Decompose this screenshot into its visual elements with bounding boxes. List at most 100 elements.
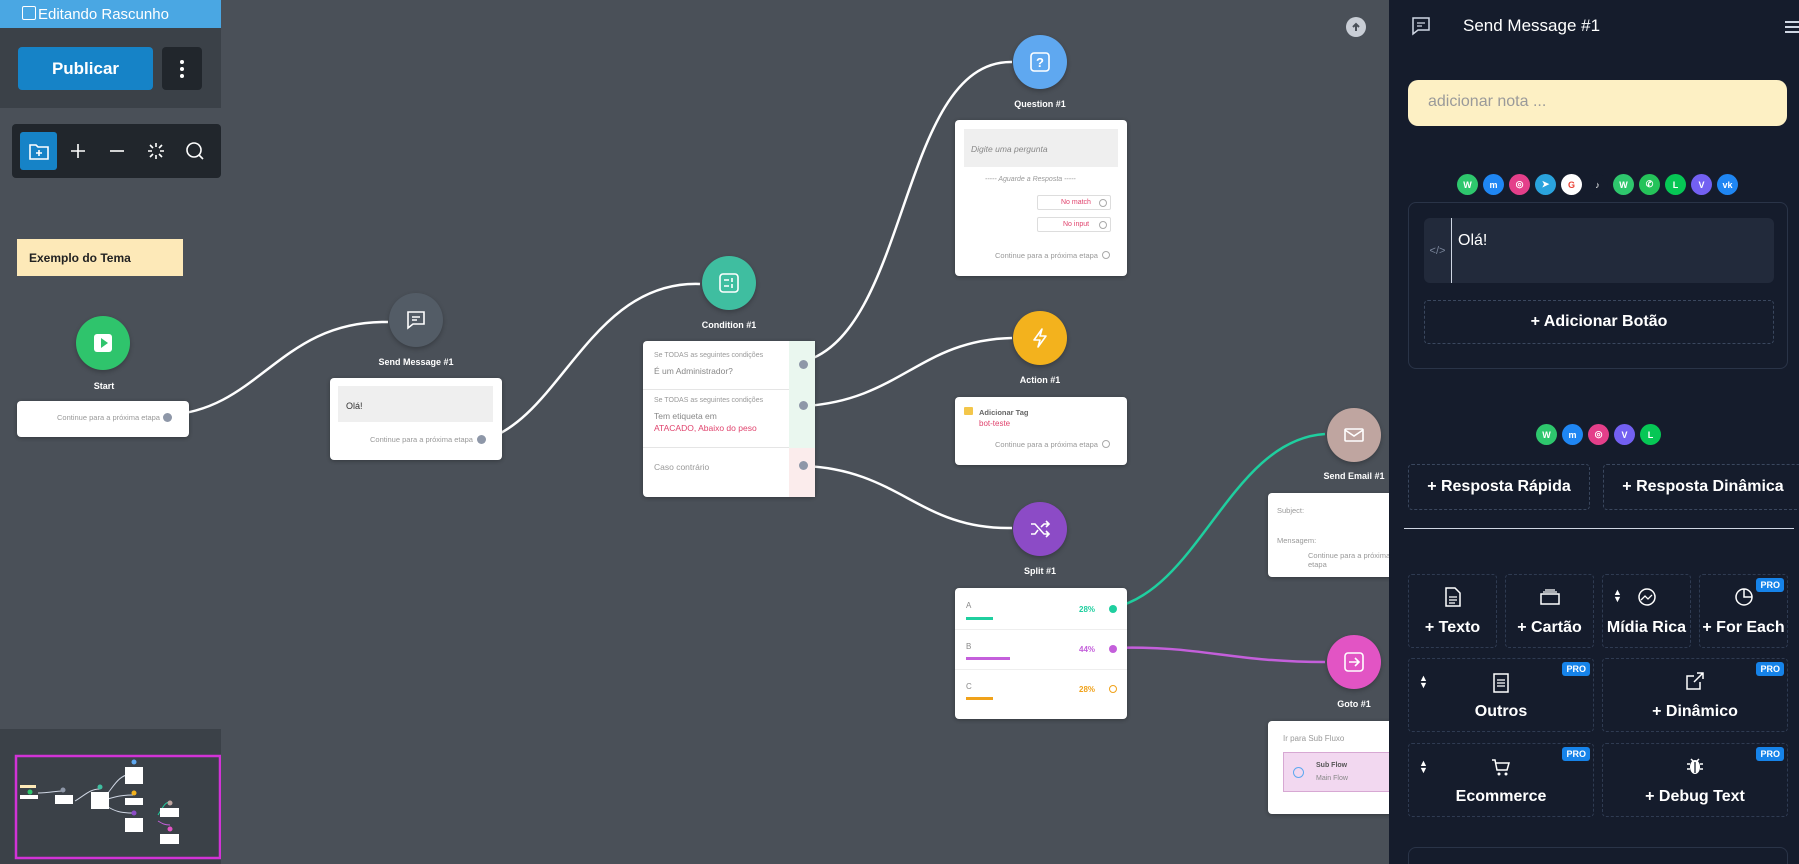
condition-branch-1[interactable]: Se TODAS as seguintes condições É um Adm… bbox=[643, 341, 815, 390]
start-node[interactable] bbox=[76, 316, 130, 370]
messenger-icon[interactable]: m bbox=[1562, 424, 1583, 445]
question-card[interactable]: Digite uma pergunta ----- Aguarde a Resp… bbox=[955, 120, 1127, 276]
split-port-c[interactable] bbox=[1109, 685, 1117, 693]
play-icon bbox=[94, 334, 112, 352]
document-icon bbox=[1444, 587, 1461, 607]
condition-branch-1-header: Se TODAS as seguintes condições bbox=[654, 352, 764, 359]
code-icon[interactable]: </> bbox=[1424, 218, 1452, 283]
action-port[interactable] bbox=[1102, 440, 1110, 448]
messenger-icon[interactable]: m bbox=[1483, 174, 1504, 195]
edge-condition-question bbox=[804, 60, 1013, 363]
note-input[interactable] bbox=[1408, 80, 1787, 126]
instagram-icon[interactable]: ◎ bbox=[1509, 174, 1530, 195]
edit-icon bbox=[22, 6, 36, 20]
start-card[interactable]: Continue para a próxima etapa bbox=[17, 401, 189, 437]
menu-icon[interactable] bbox=[1785, 20, 1799, 34]
edge-condition-action bbox=[804, 336, 1013, 408]
sort-icon[interactable]: ▲▼ bbox=[1419, 758, 1428, 775]
wechat-alt-icon[interactable]: W bbox=[1613, 174, 1634, 195]
split-card[interactable]: A 28% B 44% C 28% bbox=[955, 588, 1127, 719]
condition-branch-1-line1: É um Administrador? bbox=[654, 366, 733, 376]
send-message-port[interactable] bbox=[477, 435, 486, 444]
condition-node[interactable] bbox=[702, 256, 756, 310]
dynamic-reply-button[interactable]: + Resposta Dinâmica bbox=[1603, 464, 1799, 510]
condition-branch-1-port[interactable] bbox=[799, 360, 808, 369]
split-row-a[interactable]: A 28% bbox=[955, 588, 1127, 630]
flow-edges bbox=[167, 60, 1326, 664]
edge-split-goto bbox=[1111, 646, 1326, 664]
instagram-icon[interactable]: ◎ bbox=[1588, 424, 1609, 445]
line-icon[interactable]: L bbox=[1665, 174, 1686, 195]
condition-node-label: Condition #1 bbox=[701, 320, 757, 330]
dynamic-tile[interactable]: PRO + Dinâmico bbox=[1602, 658, 1788, 732]
pro-badge: PRO bbox=[1562, 747, 1590, 761]
action-card[interactable]: Adicionar Tag bot-teste Continue para a … bbox=[955, 397, 1127, 465]
question-prompt-box[interactable] bbox=[964, 129, 1118, 167]
wechat-icon[interactable]: W bbox=[1536, 424, 1557, 445]
split-row-c[interactable]: C 28% bbox=[955, 670, 1127, 712]
send-email-node[interactable] bbox=[1327, 408, 1381, 462]
start-port[interactable] bbox=[163, 413, 172, 422]
search-tool[interactable] bbox=[176, 132, 213, 170]
rich-media-tile[interactable]: ▲▼ Mídia Rica bbox=[1602, 574, 1691, 648]
split-port-b[interactable] bbox=[1109, 645, 1117, 653]
add-card-tile[interactable]: + Cartão bbox=[1505, 574, 1594, 648]
send-message-node[interactable] bbox=[389, 293, 443, 347]
edge-send-condition bbox=[482, 282, 701, 442]
more-options-button[interactable] bbox=[162, 47, 202, 90]
telegram-icon[interactable]: ➤ bbox=[1535, 174, 1556, 195]
image-icon bbox=[1637, 588, 1656, 606]
question-port[interactable] bbox=[1102, 251, 1110, 259]
goto-card[interactable]: Ir para Sub Fluxo Sub Flow Main Flow bbox=[1268, 721, 1389, 814]
action-node[interactable] bbox=[1013, 311, 1067, 365]
minus-icon bbox=[109, 150, 124, 152]
zoom-out-tool[interactable] bbox=[98, 132, 135, 170]
question-no-input[interactable]: No input bbox=[1037, 217, 1111, 232]
message-text-field[interactable]: </> Olá! bbox=[1424, 218, 1774, 283]
whatsapp-icon[interactable]: ✆ bbox=[1639, 174, 1660, 195]
send-email-card[interactable]: Subject: Mensagem: Continue para a próxi… bbox=[1268, 493, 1389, 577]
condition-else-port[interactable] bbox=[799, 461, 808, 470]
message-text: Olá! bbox=[1458, 232, 1488, 249]
sort-icon[interactable]: ▲▼ bbox=[1419, 673, 1428, 690]
zoom-in-tool[interactable] bbox=[59, 132, 96, 170]
vk-icon[interactable]: vk bbox=[1717, 174, 1738, 195]
condition-else[interactable]: Caso contrário bbox=[643, 448, 815, 497]
pro-badge: PRO bbox=[1756, 578, 1784, 592]
viber-icon[interactable]: V bbox=[1691, 174, 1712, 195]
add-folder-tool[interactable] bbox=[20, 132, 57, 170]
question-no-match[interactable]: No match bbox=[1037, 195, 1111, 210]
others-tile[interactable]: PRO ▲▼ Outros bbox=[1408, 658, 1594, 732]
next-section bbox=[1408, 847, 1788, 864]
debug-text-tile[interactable]: PRO + Debug Text bbox=[1602, 743, 1788, 817]
split-row-b[interactable]: B 44% bbox=[955, 630, 1127, 670]
split-port-a[interactable] bbox=[1109, 605, 1117, 613]
subflow-box[interactable]: Sub Flow Main Flow bbox=[1283, 752, 1389, 792]
add-text-tile[interactable]: + Texto bbox=[1408, 574, 1497, 648]
condition-card[interactable]: Se TODAS as seguintes condições É um Adm… bbox=[643, 341, 815, 497]
theme-note[interactable]: Exemplo do Tema bbox=[17, 239, 183, 276]
auto-layout-tool[interactable] bbox=[137, 132, 174, 170]
split-node[interactable] bbox=[1013, 502, 1067, 556]
card-icon bbox=[1539, 589, 1560, 605]
google-icon[interactable]: G bbox=[1561, 174, 1582, 195]
sort-icon[interactable]: ▲▼ bbox=[1613, 587, 1622, 604]
message-box: </> Olá! + Adicionar Botão bbox=[1408, 202, 1788, 369]
upload-icon[interactable] bbox=[1346, 17, 1366, 37]
minimap[interactable] bbox=[0, 729, 222, 864]
viber-icon[interactable]: V bbox=[1614, 424, 1635, 445]
tiktok-icon[interactable]: ♪ bbox=[1587, 174, 1608, 195]
publish-button[interactable]: Publicar bbox=[18, 47, 153, 90]
quick-reply-button[interactable]: + Resposta Rápida bbox=[1408, 464, 1590, 510]
goto-node[interactable] bbox=[1327, 635, 1381, 689]
wechat-icon[interactable]: W bbox=[1457, 174, 1478, 195]
condition-branch-2[interactable]: Se TODAS as seguintes condições Tem etiq… bbox=[643, 390, 815, 448]
flow-canvas[interactable]: Editando Rascunho Publicar Exemplo do Te… bbox=[0, 0, 1389, 864]
question-node[interactable]: ? bbox=[1013, 35, 1067, 89]
condition-branch-2-port[interactable] bbox=[799, 401, 808, 410]
add-button-button[interactable]: + Adicionar Botão bbox=[1424, 300, 1774, 344]
ecommerce-tile[interactable]: PRO ▲▼ Ecommerce bbox=[1408, 743, 1594, 817]
for-each-tile[interactable]: PRO + For Each bbox=[1699, 574, 1788, 648]
line-icon[interactable]: L bbox=[1640, 424, 1661, 445]
send-message-card[interactable]: Olá! Continue para a próxima etapa bbox=[330, 378, 502, 460]
